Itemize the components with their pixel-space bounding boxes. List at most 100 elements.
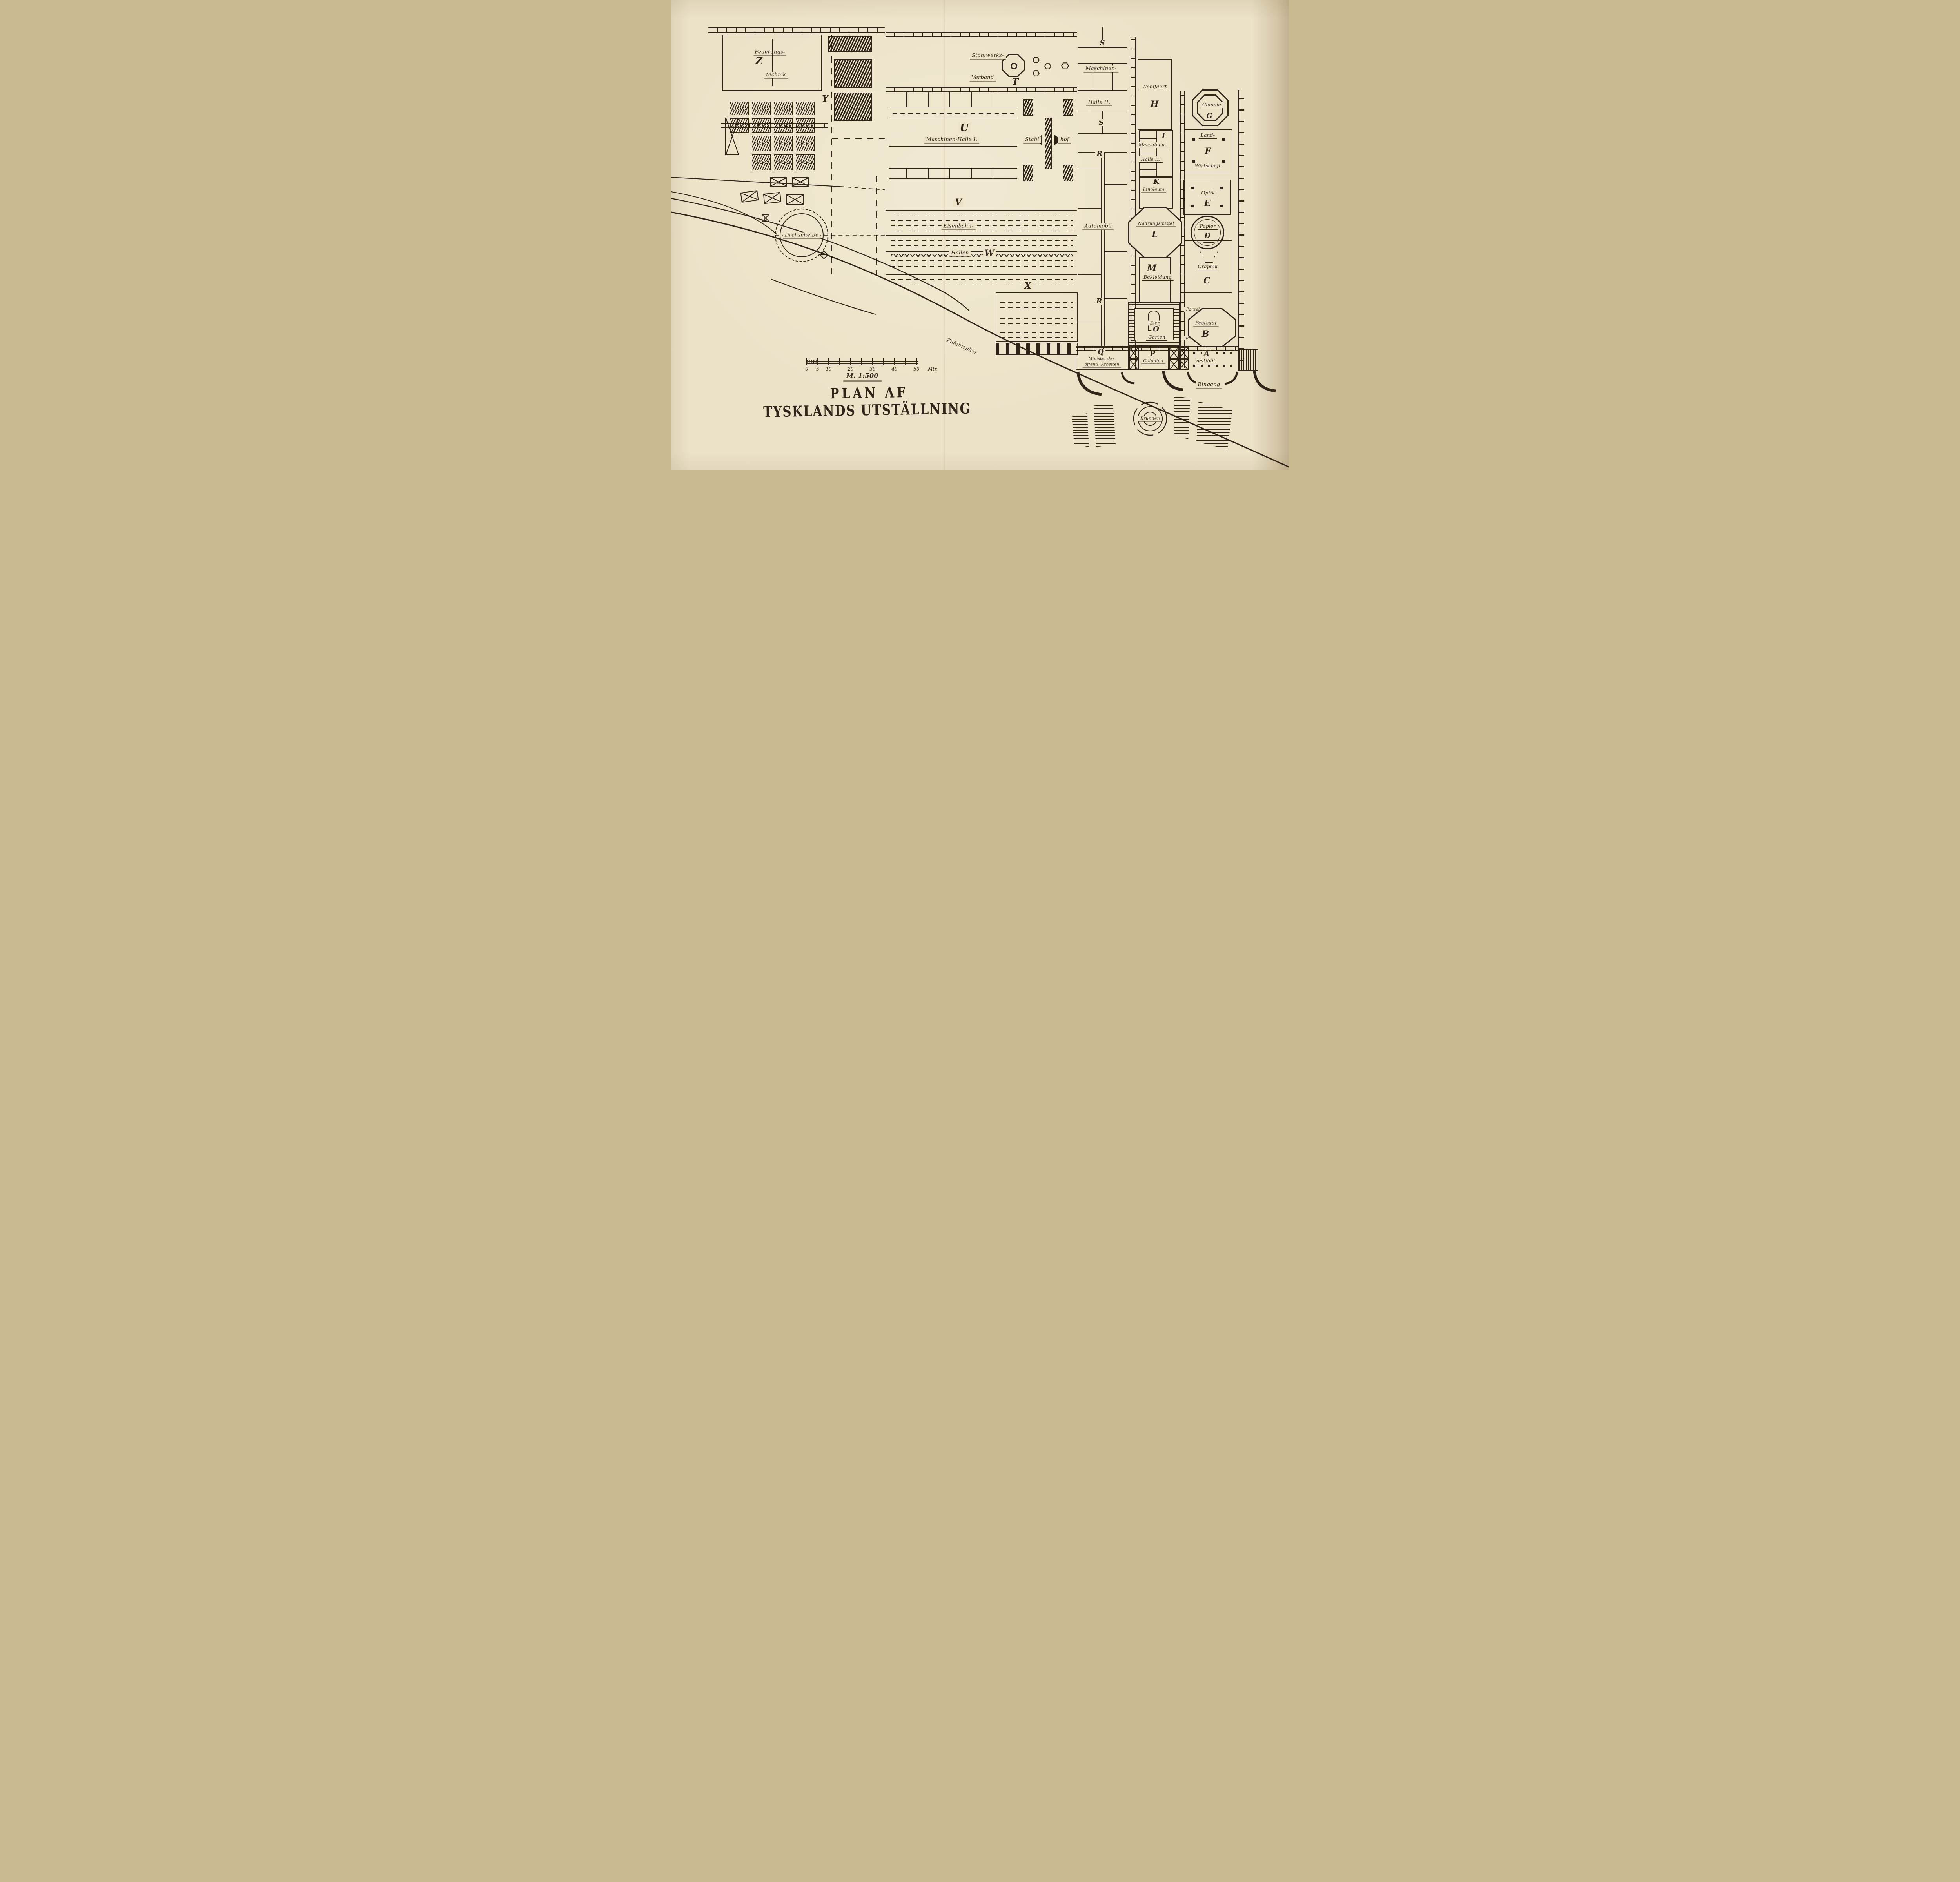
hall-c-graphik (1185, 240, 1232, 293)
wall (928, 92, 929, 107)
label-technik: technik (764, 72, 788, 79)
pillar-dot (1191, 205, 1194, 207)
garden-bed (752, 102, 771, 115)
exhibit-stand (671, 229, 684, 245)
scale-ticks (806, 358, 918, 365)
exhibit-stand (671, 194, 688, 202)
hall-b-festsaal (1188, 308, 1236, 347)
label-automobil: Automobil (1082, 223, 1114, 230)
hall-letter-e: E (1202, 199, 1212, 208)
boundary-dashed-line (831, 35, 832, 274)
hall-letter-d: D (1203, 233, 1212, 240)
wall (886, 210, 1077, 211)
rail-dash-row (1000, 307, 1073, 308)
garden-bed (774, 102, 793, 115)
boundary-dashed-line (832, 138, 885, 139)
label-feuerungs: Feuerungs- (753, 49, 786, 56)
rail-siding (886, 32, 1077, 37)
wall (949, 168, 950, 178)
plaza-wall-arc (1121, 372, 1135, 385)
hall-letter-m: M (1145, 264, 1158, 272)
pillar-dot (1191, 187, 1194, 189)
kiosk-hexagon (1033, 57, 1040, 63)
hall-letter-x: X (1023, 282, 1033, 290)
pillar-dot (1222, 138, 1225, 141)
label-brunnen: Brunnen (1138, 416, 1162, 422)
hall-letter-l: L (1150, 230, 1160, 239)
label-graphik: Graphik (1196, 264, 1220, 270)
hall-d-inner-ring (1194, 219, 1221, 246)
hall-letter-s-top: S (1098, 40, 1107, 47)
wall (1105, 298, 1127, 299)
hall-u-maschinenhalle-1 (671, 245, 800, 342)
wall (1105, 251, 1127, 252)
rail-dash-row (1000, 302, 1073, 303)
hatch-block (1023, 165, 1033, 181)
scale-unit: Mtr. (928, 366, 938, 372)
rail-siding (1076, 346, 1238, 351)
parterre-island (1094, 403, 1116, 447)
parterre-island (1174, 395, 1190, 439)
plaza-wall-arc (1076, 371, 1102, 396)
wall (886, 251, 1077, 252)
crossed-plot (770, 177, 787, 187)
rail-siding (708, 27, 885, 33)
pillar-dot (1220, 187, 1223, 189)
hall-letter-g: G (1205, 113, 1214, 120)
label-stahlwerks: Stahlwerks- (970, 53, 1006, 60)
wall (906, 92, 907, 107)
crossed-plot (792, 177, 809, 187)
garden-bed (730, 102, 749, 115)
rail-dash-row (891, 266, 1073, 267)
page-title-line2: TYSKLANDS UTSTÄLLNING (763, 400, 971, 421)
stairs-hatched (1238, 349, 1258, 371)
label-chemie: Chemie (1200, 102, 1223, 108)
hall-q-oeffentliche-arbeiten (1076, 347, 1129, 370)
hatch-block (1063, 99, 1073, 116)
wall (1078, 274, 1101, 275)
wall (886, 274, 1077, 275)
scale-tick-40: 40 (891, 366, 898, 372)
wall (1078, 133, 1127, 134)
plaza-wall-arc (1224, 371, 1238, 385)
label-zier: Zier (1148, 320, 1162, 326)
label-colonien: Colonien (1141, 358, 1165, 364)
plaza-wall-arc (1162, 371, 1183, 391)
crossed-plot (763, 192, 782, 204)
label-garten: Garten (1146, 334, 1167, 341)
rail-dash-row (1000, 318, 1073, 319)
rail-dash-row (891, 220, 1073, 221)
roofed-building (725, 118, 739, 155)
pillar-dot (1192, 138, 1195, 141)
label-verband: Verband (969, 74, 996, 82)
hall-z-feuerungstechnik (722, 35, 822, 91)
pillar-dot (1220, 205, 1223, 207)
wall (1140, 138, 1156, 139)
colonnade (996, 343, 1078, 355)
hall-letter-o: O (1151, 326, 1161, 333)
turntable-inner-circle (780, 213, 824, 257)
hall-letter-z: Z (754, 56, 764, 66)
hall-letter-u: U (958, 123, 971, 133)
kiosk-hexagon (1061, 62, 1069, 69)
hall-letter-f: F (1203, 147, 1212, 156)
hatch-block (1023, 99, 1033, 116)
rail-dash-row (891, 245, 1073, 246)
fountain-octagon-basin (1003, 55, 1024, 76)
stahlhof-courtyard (671, 342, 728, 430)
hall-d-papier (1191, 216, 1224, 249)
pillar-row (1193, 365, 1232, 367)
hall-letter-c: C (1202, 276, 1212, 285)
hall-i-maschinenhalle-3 (1139, 130, 1173, 177)
truss-bridge (1179, 347, 1189, 359)
hall-x-extension (996, 292, 1078, 342)
pillar-row (1193, 352, 1232, 354)
wall (671, 41, 695, 63)
fountain-octagon-center (1011, 63, 1017, 69)
rail-dash-row (891, 260, 1073, 261)
parterre-island (1072, 413, 1089, 447)
rail-dash-row (1000, 323, 1073, 324)
wall (906, 168, 907, 178)
garden-bed (752, 118, 771, 133)
garden-bed (752, 136, 771, 151)
